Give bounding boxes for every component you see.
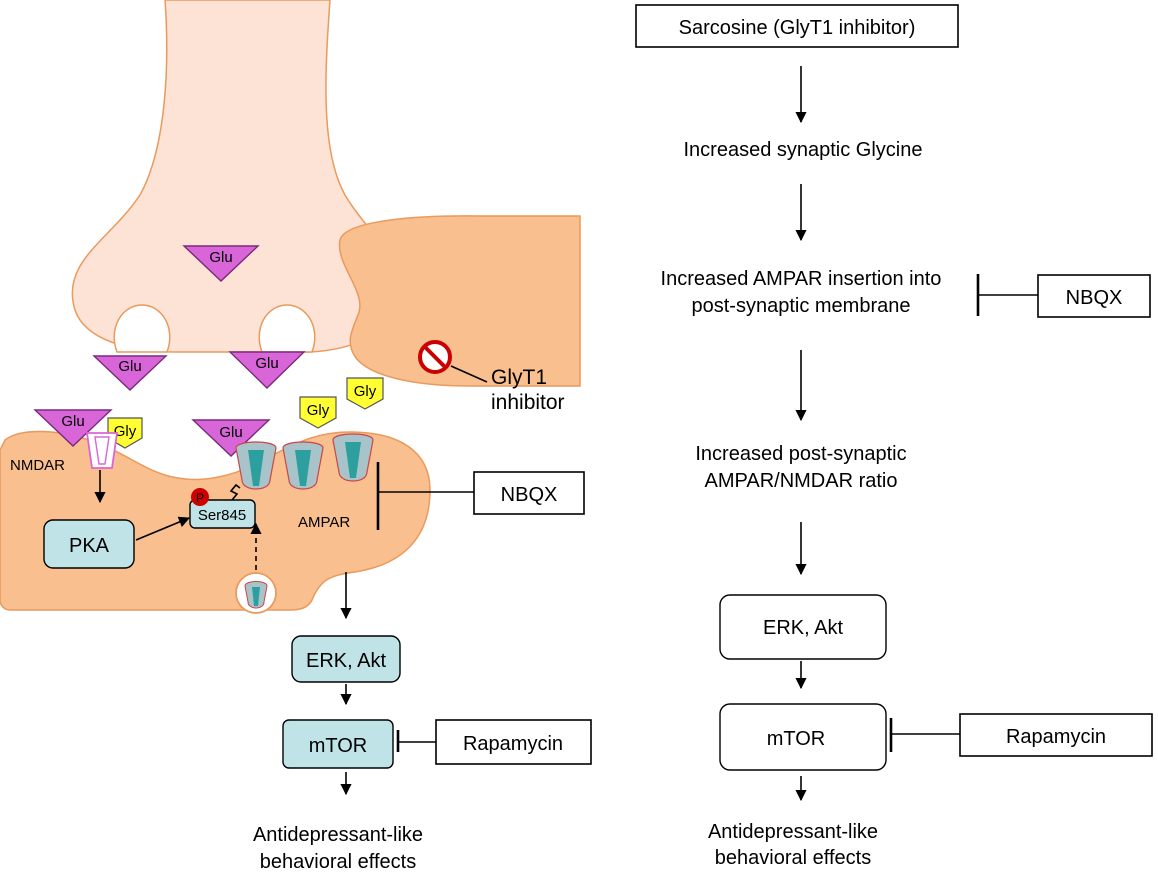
nbqx-label: NBQX xyxy=(501,484,558,506)
rapamycin-label: Rapamycin xyxy=(463,733,563,755)
ampar-receptor xyxy=(332,433,374,482)
ser845-box xyxy=(189,499,256,529)
svg-text:Glu: Glu xyxy=(209,249,232,266)
nbqx-label-right: NBQX xyxy=(1066,287,1123,309)
right-flowchart: Sarcosine (GlyT1 inhibitor) Increased sy… xyxy=(635,4,1153,869)
glu-molecule: Glu xyxy=(191,419,271,457)
pka-box xyxy=(43,519,135,569)
phospho-icon xyxy=(191,488,209,506)
step-ratio-line1: Increased post-synaptic xyxy=(695,443,906,465)
step-ampar-insertion-line2: post-synaptic membrane xyxy=(692,295,911,317)
nmdar-label: NMDAR xyxy=(10,457,65,474)
ampar-label: AMPAR xyxy=(298,514,350,531)
left-signaling-cascade: ERK, Akt mTOR Rapamycin Antidepressant-l… xyxy=(253,572,592,873)
svg-text:Gly: Gly xyxy=(307,402,330,419)
rapamycin-label-right: Rapamycin xyxy=(1006,726,1106,748)
left-outcome-line2: behavioral effects xyxy=(260,851,416,873)
step-ampar-insertion-line1: Increased AMPAR insertion into xyxy=(661,268,942,290)
glyt1-inhibitor-icon xyxy=(418,340,488,383)
fusion-pit-right xyxy=(258,304,316,353)
rapamycin-box xyxy=(435,719,592,765)
glu-molecule: Glu xyxy=(228,351,306,389)
ampar-receptor xyxy=(235,441,277,490)
svg-text:Glu: Glu xyxy=(118,358,141,375)
glu-molecule: Glu xyxy=(92,355,168,391)
ampar-vesicle xyxy=(235,572,277,614)
glu-molecule: Glu xyxy=(182,245,260,282)
erk-akt-label: ERK, Akt xyxy=(306,650,386,672)
svg-text:Gly: Gly xyxy=(114,423,137,440)
mtor-box xyxy=(282,719,394,769)
svg-text:Glu: Glu xyxy=(255,355,278,372)
right-outcome-line1: Antidepressant-like xyxy=(708,821,878,843)
pka-label: PKA xyxy=(69,535,110,557)
mtor-label-right: mTOR xyxy=(767,728,826,750)
svg-text:Glu: Glu xyxy=(219,424,242,441)
gly-molecule: Gly xyxy=(346,377,384,410)
glyt1-label-line1: GlyT1 xyxy=(491,366,547,389)
presynaptic-terminal xyxy=(71,0,403,353)
step-synaptic-glycine: Increased synaptic Glycine xyxy=(683,139,922,161)
glial-cell xyxy=(338,215,581,387)
glu-molecule: Glu xyxy=(33,409,113,447)
phospho-label: P xyxy=(196,491,204,505)
right-outcome-line2: behavioral effects xyxy=(715,847,871,869)
erk-akt-box-right xyxy=(719,594,887,660)
mtor-box-right xyxy=(719,703,887,771)
erk-akt-box xyxy=(291,635,401,683)
sarcosine-box xyxy=(635,4,959,48)
glyt1-label-line2: inhibitor xyxy=(491,391,565,414)
rapamycin-box-right xyxy=(959,713,1153,757)
fusion-pit-left xyxy=(113,304,171,353)
synapse-illustration: GlyT1 inhibitor Glu Glu Glu Glu Glu Gly xyxy=(0,0,585,614)
svg-text:Gly: Gly xyxy=(354,383,377,400)
erk-akt-label-right: ERK, Akt xyxy=(763,617,843,639)
ser845-label: Ser845 xyxy=(198,507,246,524)
step-ratio-line2: AMPAR/NMDAR ratio xyxy=(705,470,898,492)
sarcosine-label: Sarcosine (GlyT1 inhibitor) xyxy=(679,17,916,39)
nbqx-box xyxy=(473,471,585,515)
nbqx-box-right xyxy=(1037,274,1151,318)
tether-squiggle xyxy=(229,483,241,501)
mtor-label: mTOR xyxy=(309,735,368,757)
svg-text:Glu: Glu xyxy=(61,413,84,430)
gly-molecule: Gly xyxy=(299,396,337,429)
nmdar-receptor xyxy=(85,432,119,469)
ampar-receptor xyxy=(282,441,324,490)
left-outcome-line1: Antidepressant-like xyxy=(253,824,423,846)
